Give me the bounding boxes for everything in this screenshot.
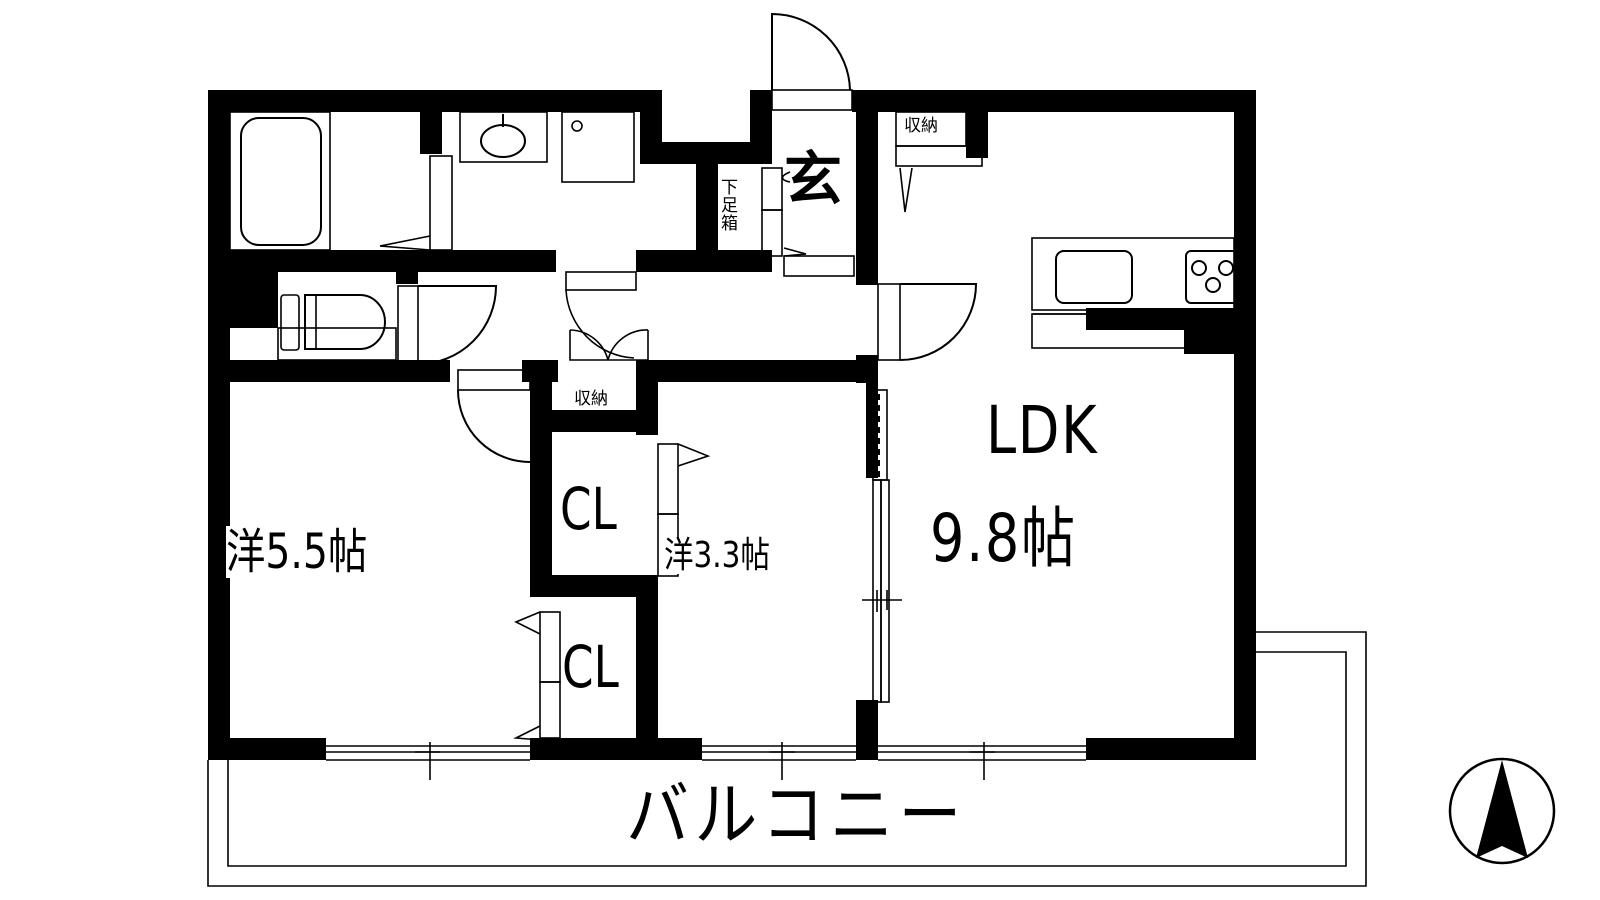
- balcony-outline: [207, 631, 1367, 887]
- balcony-label: バルコニー: [626, 774, 967, 856]
- interior-walls: [208, 90, 1256, 760]
- western-room-1-label: 洋5.5帖: [226, 524, 368, 580]
- washing-machine-space-icon: [561, 111, 635, 183]
- ldk-size-label: 9.8帖: [930, 500, 1077, 577]
- kitchen-sink-icon: [1055, 250, 1133, 304]
- bathroom: [229, 111, 453, 251]
- washbasin-icon: [480, 124, 526, 158]
- kitchen: [1031, 237, 1243, 349]
- western-room-2-label: 洋3.3帖: [664, 535, 770, 576]
- gas-stove-icon: [1185, 250, 1243, 304]
- corridor-doors: [565, 271, 978, 361]
- washroom: [459, 111, 635, 183]
- storage-entrance-label: 収納: [904, 116, 938, 136]
- ldk-name-label: LDK: [986, 392, 1099, 469]
- toilet: [277, 285, 498, 365]
- north-arrow-icon: [1448, 757, 1556, 865]
- bedroom-1-door: [457, 369, 532, 464]
- closet-2-label: CL: [562, 633, 619, 701]
- storage-hall-label: 収納: [574, 389, 608, 409]
- entrance-label: 玄: [784, 145, 843, 213]
- bathtub-icon: [240, 117, 322, 246]
- shoe-box: [761, 167, 855, 277]
- windows: [326, 742, 1086, 780]
- closet-1-label: CL: [560, 475, 617, 543]
- shoe-box-label: 下足箱: [717, 178, 737, 232]
- storage-entrance-fixture: [895, 111, 983, 213]
- toilet-icon: [304, 294, 386, 350]
- entrance-door: [771, 12, 853, 111]
- sliding-partition: [862, 389, 902, 703]
